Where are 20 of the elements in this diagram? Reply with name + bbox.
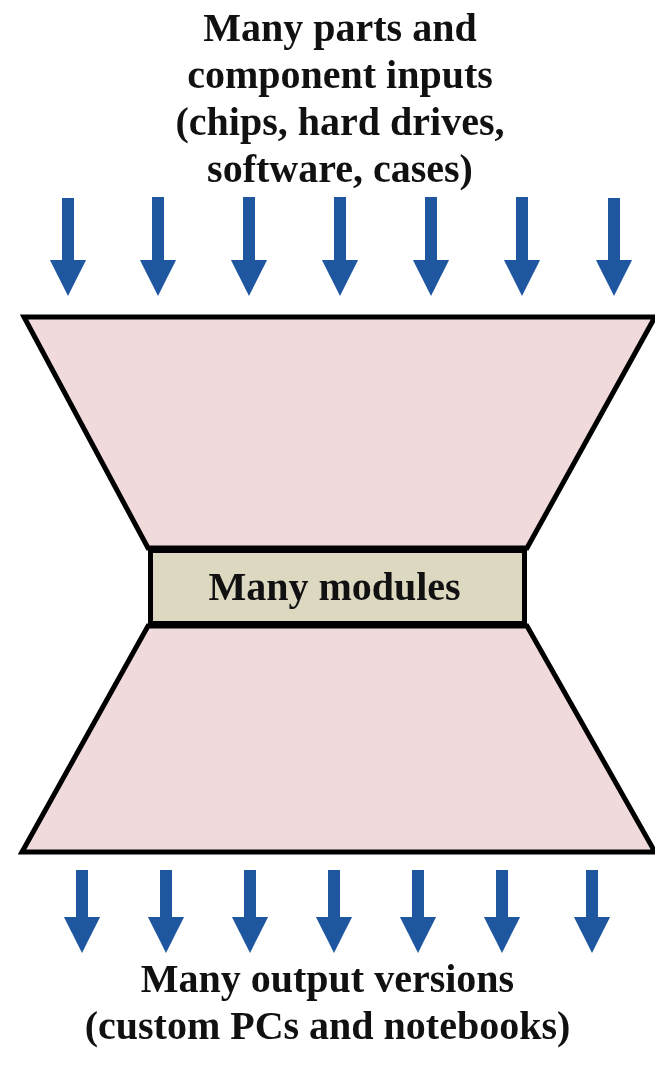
arrow: [49, 198, 87, 297]
arrow: [63, 870, 101, 954]
arrow: [573, 870, 611, 954]
arrow: [412, 197, 450, 297]
arrow: [230, 197, 268, 297]
arrow: [315, 870, 353, 954]
arrow: [503, 197, 541, 297]
arrow: [139, 197, 177, 297]
arrow: [231, 870, 269, 954]
arrow: [147, 870, 185, 954]
caption-text: Many output versions: [139, 955, 516, 1002]
arrow: [321, 197, 359, 297]
arrow: [595, 198, 633, 297]
arrow: [483, 870, 521, 954]
caption-text: (custom PCs and notebooks): [83, 1002, 572, 1049]
caption-text: (chips, hard drives, software, cases): [174, 98, 506, 192]
box-label: Many modules: [208, 563, 461, 611]
module-box: [148, 548, 527, 626]
caption-text: Many parts and component inputs: [186, 4, 494, 98]
arrow: [399, 870, 437, 954]
